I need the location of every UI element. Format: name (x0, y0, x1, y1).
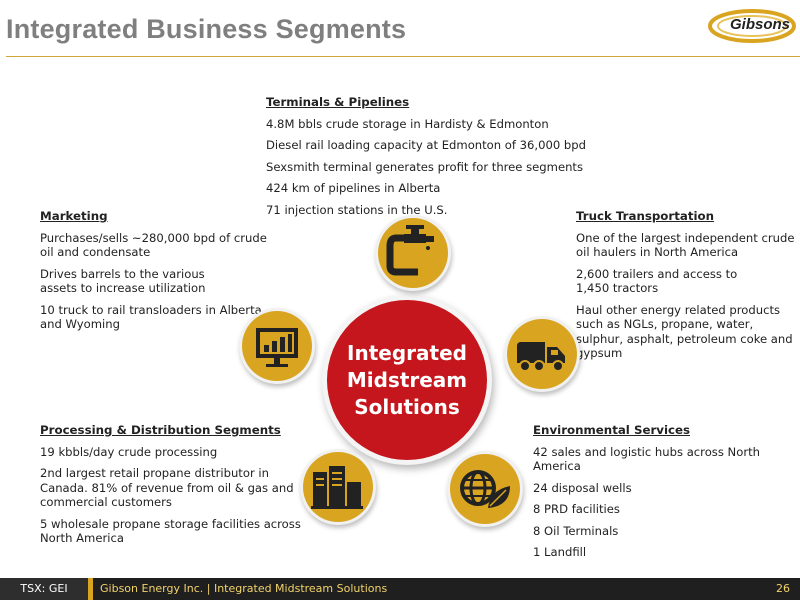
truck-line: 2,600 trailers and access to 1,450 tract… (576, 266, 738, 296)
footer-ticker: TSX: GEI (0, 578, 88, 600)
terminals-line: 71 injection stations in the U.S. (266, 202, 448, 217)
environmental-header: Environmental Services (533, 423, 691, 437)
terminals-line: Diesel rail loading capacity at Edmonton… (266, 138, 586, 152)
truck-line: One of the largest independent crude oil… (576, 230, 795, 260)
pipeline-faucet-icon (378, 218, 448, 288)
environmental-services-block: Environmental Services 42 sales and logi… (533, 423, 773, 567)
truck-transportation-block: Truck Transportation One of the largest … (576, 209, 798, 368)
terminals-pipelines-block: Terminals & Pipelines 4.8M bbls crude st… (266, 95, 606, 224)
environmental-line: 1 Landfill (533, 545, 587, 559)
logo-swoosh-icon (708, 9, 796, 43)
marketing-line: Drives barrels to the various assets to … (40, 266, 206, 296)
tanker-truck-icon (507, 319, 577, 389)
processing-line: 2nd largest retail propane distributor i… (40, 466, 294, 509)
marketing-line: Purchases/sells ~280,000 bpd of crude oi… (40, 230, 267, 260)
environmental-line: 8 PRD facilities (533, 502, 620, 516)
center-label: Integrated Midstream Solutions (346, 340, 468, 419)
footer-text: Gibson Energy Inc. | Integrated Midstrea… (100, 582, 388, 595)
bar-chart-monitor-icon (242, 311, 312, 381)
globe-leaf-icon (450, 454, 520, 524)
footer-accent (88, 578, 93, 600)
environmental-line: 24 disposal wells (533, 480, 632, 495)
processing-line: 19 kbbls/day crude processing (40, 444, 218, 459)
environmental-line: 42 sales and logistic hubs across North … (533, 444, 760, 474)
terminals-header: Terminals & Pipelines (266, 95, 410, 109)
terminals-line: 424 km of pipelines in Alberta (266, 181, 441, 195)
terminals-line: 4.8M bbls crude storage in Hardisty & Ed… (266, 116, 549, 131)
environmental-line: 8 Oil Terminals (533, 523, 619, 538)
processing-line: 5 wholesale propane storage facilities a… (40, 516, 301, 546)
terminals-line: Sexsmith terminal generates profit for t… (266, 159, 584, 174)
page-title: Integrated Business Segments (6, 14, 407, 44)
page-number: 26 (776, 582, 790, 595)
processing-distribution-block: Processing & Distribution Segments 19 kb… (40, 423, 308, 553)
marketing-line: 10 truck to rail transloaders in Alberta… (40, 302, 262, 332)
logo-text: Gibsons (730, 16, 791, 33)
storage-tanks-icon (303, 452, 373, 522)
integrated-midstream-circle: Integrated Midstream Solutions (327, 300, 487, 460)
gibsons-logo: Gibsons (706, 6, 798, 46)
truck-line: Haul other energy related products such … (576, 302, 793, 361)
marketing-block: Marketing Purchases/sells ~280,000 bpd o… (40, 209, 270, 339)
truck-header: Truck Transportation (576, 209, 715, 223)
title-divider (6, 56, 800, 57)
footer-bar: TSX: GEI Gibson Energy Inc. | Integrated… (0, 578, 800, 600)
marketing-header: Marketing (40, 209, 108, 223)
processing-header: Processing & Distribution Segments (40, 423, 281, 437)
